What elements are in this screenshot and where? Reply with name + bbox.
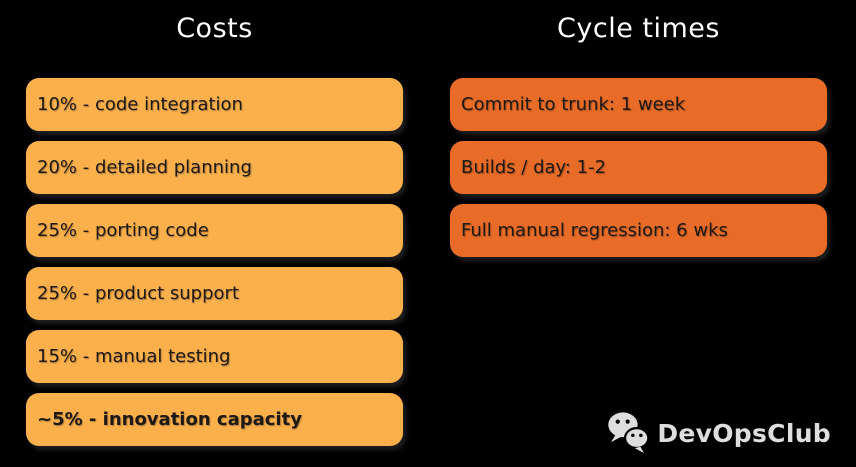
cost-item-code-integration: 10% - code integration bbox=[26, 78, 403, 131]
cost-item-manual-testing: 15% - manual testing bbox=[26, 330, 403, 383]
wechat-icon bbox=[608, 412, 650, 454]
costs-title: Costs bbox=[176, 13, 253, 44]
cost-item-product-support: 25% - product support bbox=[26, 267, 403, 320]
cycle-times-card-list: Commit to trunk: 1 week Builds / day: 1-… bbox=[450, 78, 827, 267]
cost-item-porting-code: 25% - porting code bbox=[26, 204, 403, 257]
costs-column: Costs 10% - code integration 20% - detai… bbox=[26, 0, 403, 467]
cycle-item-builds-per-day: Builds / day: 1-2 bbox=[450, 141, 827, 194]
brand-name: DevOpsClub bbox=[657, 418, 831, 448]
cost-item-innovation-capacity: ~5% - innovation capacity bbox=[26, 393, 403, 446]
cycle-times-title: Cycle times bbox=[557, 13, 720, 44]
costs-card-list: 10% - code integration 20% - detailed pl… bbox=[26, 78, 403, 456]
brand-badge: DevOpsClub bbox=[606, 410, 831, 456]
cycle-times-column: Cycle times Commit to trunk: 1 week Buil… bbox=[450, 0, 827, 467]
cost-item-detailed-planning: 20% - detailed planning bbox=[26, 141, 403, 194]
cycle-item-commit-to-trunk: Commit to trunk: 1 week bbox=[450, 78, 827, 131]
cycle-item-full-manual-regression: Full manual regression: 6 wks bbox=[450, 204, 827, 257]
